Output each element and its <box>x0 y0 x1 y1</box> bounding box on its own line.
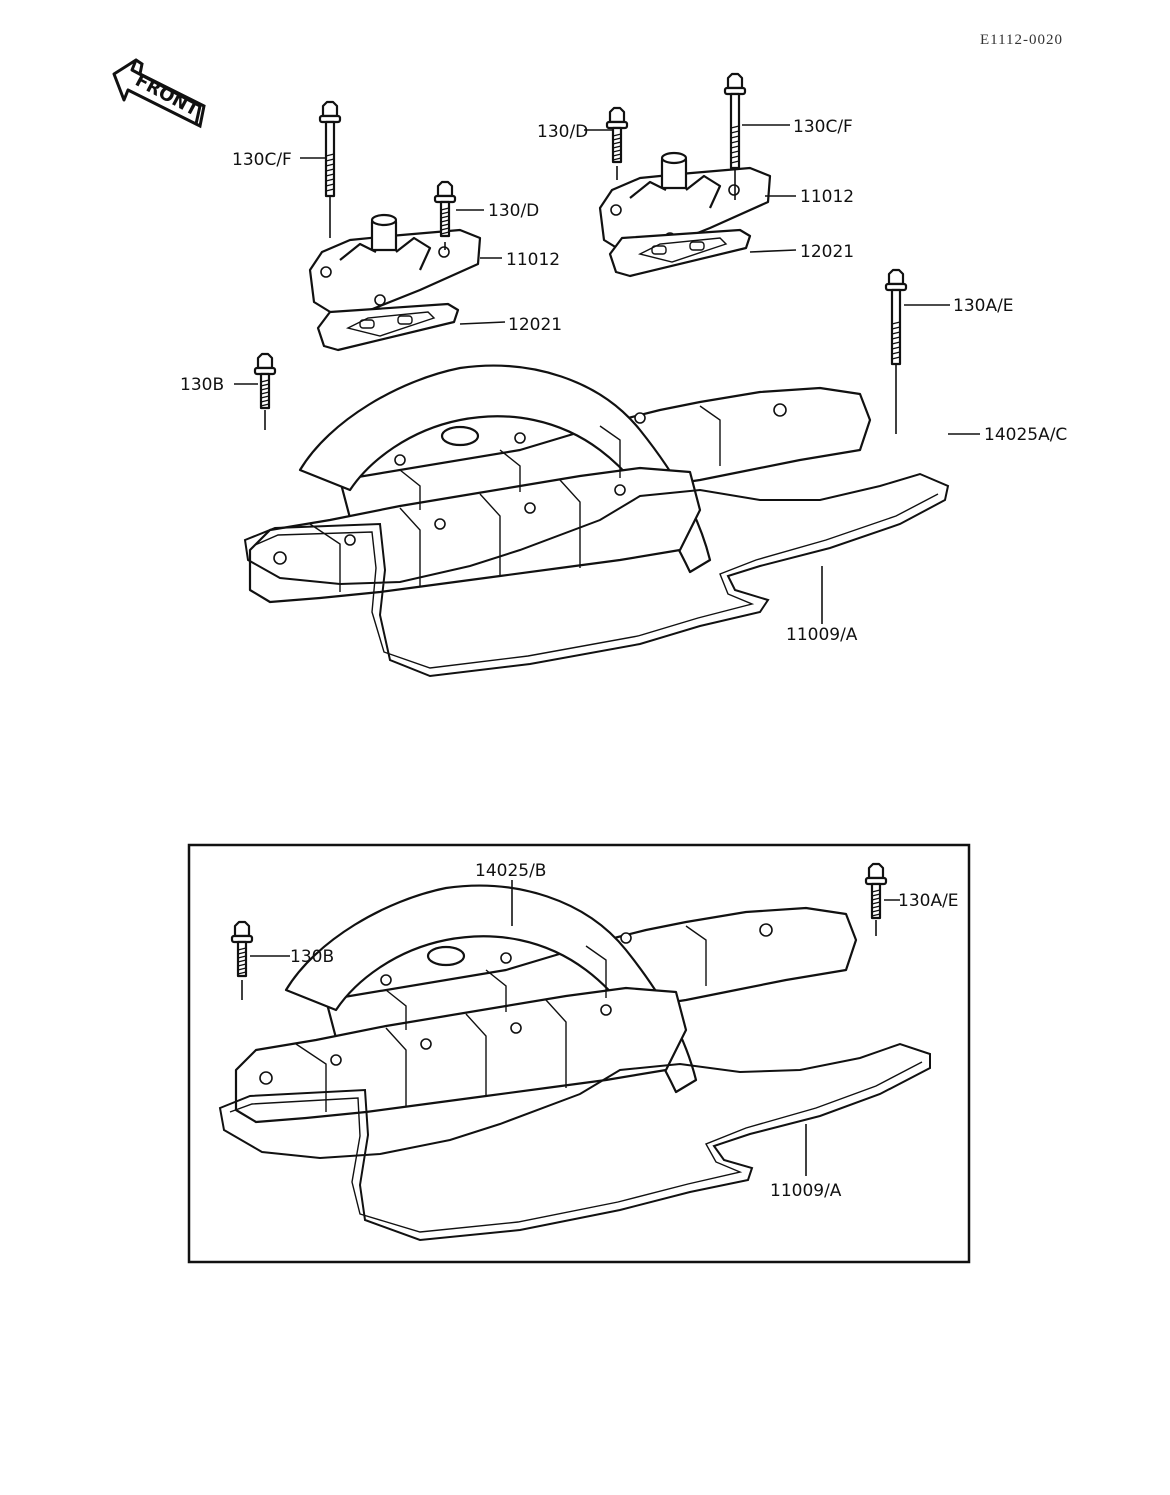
bolt-130b-upper-icon <box>253 352 277 410</box>
bolt-130ae-upper-icon <box>884 268 908 366</box>
label-11012-right: 11012 <box>800 187 854 207</box>
label-130ae-upper: 130A/E <box>953 296 1014 316</box>
drawing-code: E1112-0020 <box>980 32 1063 48</box>
head-cover-gasket-11009a-lower <box>218 1042 931 1242</box>
bolt-130d-right-icon <box>605 106 629 164</box>
label-11009a-lower: 11009/A <box>770 1181 842 1201</box>
label-130d-left: 130/D <box>488 201 539 221</box>
cylinder-head-cover-14025ac <box>248 364 872 604</box>
breather-cap-11012-left <box>308 213 482 320</box>
label-130b-lower: 130B <box>290 947 334 967</box>
cylinder-head-cover-14025b <box>234 884 858 1124</box>
bolt-130d-left-icon <box>433 180 457 238</box>
bolt-130cf-left-icon <box>318 100 342 198</box>
alternate-assembly-frame <box>187 843 971 1264</box>
head-cover-gasket-11009a <box>243 472 950 678</box>
label-130b-upper: 130B <box>180 375 224 395</box>
plate-gasket-12021-right <box>608 228 752 278</box>
lower-assembly: 14025/B 130A/E 130B 11009/A <box>218 861 959 1242</box>
label-130ae-lower: 130A/E <box>898 891 959 911</box>
front-direction-arrow-icon: FRONT <box>112 58 206 129</box>
label-130d-right: 130/D <box>537 122 588 142</box>
bolt-130b-lower-icon <box>230 920 254 978</box>
bolt-130ae-lower-icon <box>864 862 888 920</box>
label-11009a-upper: 11009/A <box>786 625 858 645</box>
label-11012-left: 11012 <box>506 250 560 270</box>
label-14025b: 14025/B <box>475 861 546 881</box>
plate-gasket-12021-left <box>316 302 460 352</box>
bolt-130cf-right-icon <box>723 72 747 170</box>
label-12021-right: 12021 <box>800 242 854 262</box>
label-130cf-right: 130C/F <box>793 117 853 137</box>
upper-assembly: 130C/F 130/D 11012 12021 130/D 130C/F 11… <box>180 72 1067 678</box>
label-12021-left: 12021 <box>508 315 562 335</box>
label-14025ac: 14025A/C <box>984 425 1067 445</box>
label-130cf-left: 130C/F <box>232 150 292 170</box>
